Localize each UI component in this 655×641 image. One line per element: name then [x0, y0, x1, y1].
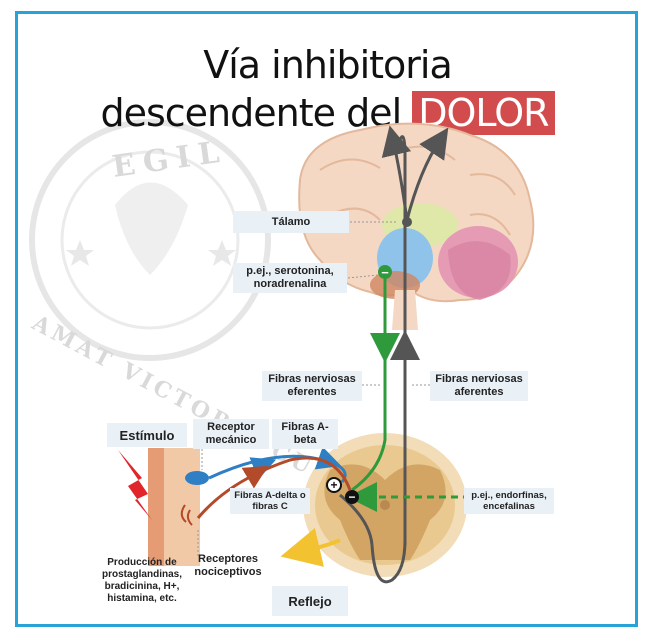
excitatory-synapse: [326, 477, 342, 493]
brainstem-inhibitory-node: [378, 265, 392, 279]
afferent-arrow-right: [405, 127, 449, 221]
label-receptor-mecanico: Receptor mecánico: [193, 419, 269, 449]
title-prefix: descendente del: [100, 91, 413, 135]
afferent-arrow-left: [381, 125, 412, 221]
inhibitory-minus-sign: −: [381, 265, 389, 280]
inhibitory-synapse: [345, 490, 359, 504]
thalamus-synapse: [402, 217, 412, 227]
spinal-cord-illustration: [303, 433, 467, 577]
nociceptor-icon: [180, 504, 193, 526]
label-endorfinas: p.ej., endorfinas, encefalinas: [464, 488, 554, 514]
label-produccion: Producción de prostaglandinas, bradicini…: [101, 557, 182, 604]
label-fibras-aferentes: Fibras nerviosas aferentes: [430, 371, 528, 401]
label-fibras-eferentes: Fibras nerviosas eferentes: [262, 371, 362, 401]
label-talamo: Tálamo: [233, 211, 349, 233]
afferent-loop: [370, 539, 407, 584]
title-line-1: Vía inhibitoria: [203, 43, 453, 87]
skin-illustration: [118, 448, 209, 566]
label-fibras-abeta: Fibras A-beta: [272, 419, 338, 449]
mechanoreceptor-icon: [185, 471, 209, 485]
label-reflejo: Reflejo: [272, 586, 348, 616]
reflex-arrow: [280, 527, 341, 567]
label-receptores-nociceptivos: Receptores nociceptivos: [194, 553, 262, 578]
adelta-fiber: [196, 456, 352, 519]
label-estimulo: Estímulo: [107, 423, 187, 447]
inhibitory-synapse-minus: −: [348, 490, 355, 504]
stimulus-icon: [118, 450, 152, 520]
label-fibras-adelta: Fibras A-delta o fibras C: [230, 488, 310, 514]
label-serotonina: p.ej., serotonina, noradrenalina: [233, 263, 347, 293]
excitatory-plus-sign: +: [330, 478, 337, 492]
